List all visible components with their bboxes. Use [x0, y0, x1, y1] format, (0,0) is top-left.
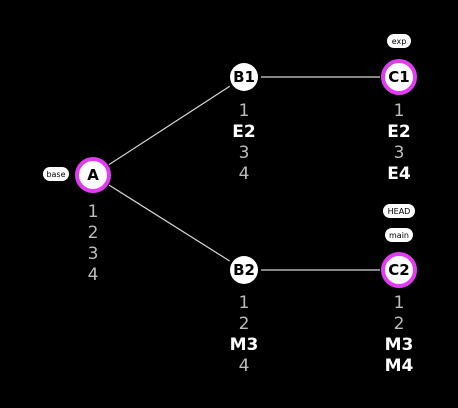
file-line: E2	[232, 122, 255, 142]
ref-tag-pill	[43, 167, 69, 181]
file-line: 2	[394, 314, 405, 334]
file-line: 2	[239, 314, 250, 334]
commit-node-b2[interactable]: B2	[230, 256, 258, 284]
commit-label: B1	[233, 68, 255, 86]
file-line: M3	[385, 335, 414, 355]
ref-tag-main: main	[385, 228, 413, 242]
ref-tag-base: base	[43, 167, 69, 181]
file-line: 4	[239, 164, 250, 184]
commit-circle[interactable]	[381, 252, 417, 288]
commit-circle[interactable]	[75, 157, 111, 193]
commit-node-c2[interactable]: C2	[381, 252, 417, 288]
commit-circle[interactable]	[230, 256, 258, 284]
ref-tag-pill	[385, 228, 413, 242]
commit-circle[interactable]	[381, 59, 417, 95]
file-line: E2	[387, 122, 410, 142]
file-line: M3	[230, 335, 259, 355]
commit-label: C1	[388, 68, 409, 86]
ref-tag-pill	[387, 34, 411, 48]
file-line: 1	[239, 293, 250, 313]
commit-node-c1[interactable]: C1	[381, 59, 417, 95]
file-line: M4	[385, 356, 414, 376]
edge-a-b1	[108, 85, 231, 166]
commit-circle[interactable]	[230, 63, 258, 91]
ref-tag-text: exp	[392, 37, 407, 46]
commit-label: C2	[388, 261, 409, 279]
ref-tag-exp: exp	[387, 34, 411, 48]
file-line: 3	[239, 143, 250, 163]
ref-tag-head: HEAD	[383, 204, 415, 218]
file-line: 1	[88, 202, 99, 222]
commit-node-b1[interactable]: B1	[230, 63, 258, 91]
ref-tag-text: base	[46, 170, 65, 179]
commit-label: A	[87, 166, 99, 184]
file-line: E4	[387, 164, 411, 184]
file-line: 2	[88, 223, 99, 243]
file-line: 4	[239, 356, 250, 376]
commit-label: B2	[233, 261, 255, 279]
commit-node-a[interactable]: A	[75, 157, 111, 193]
ref-tag-pill	[383, 204, 415, 218]
file-line: 1	[394, 101, 405, 121]
file-line: 3	[88, 244, 99, 264]
file-line: 1	[394, 293, 405, 313]
edge-a-b2	[108, 184, 230, 262]
file-line: 3	[394, 143, 405, 163]
ref-tag-text: main	[389, 231, 409, 240]
file-line: 4	[88, 265, 99, 285]
file-line: 1	[239, 101, 250, 121]
ref-tag-text: HEAD	[388, 207, 411, 216]
